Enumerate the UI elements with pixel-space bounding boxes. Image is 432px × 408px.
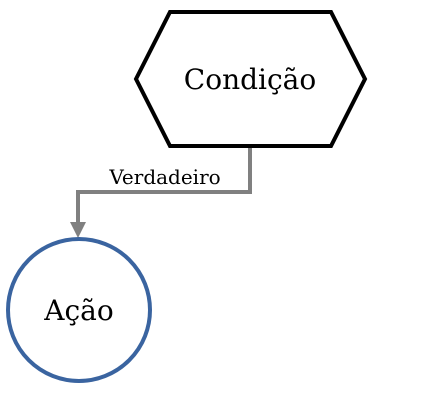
node-condition-label: Condição bbox=[184, 63, 316, 96]
node-action-label: Ação bbox=[43, 294, 113, 327]
edge-label: Verdadeiro bbox=[108, 165, 220, 189]
node-action[interactable]: Ação bbox=[6, 237, 152, 383]
arrow-down-icon bbox=[70, 222, 86, 238]
node-condition[interactable]: Condição bbox=[133, 10, 368, 148]
edge-condition-to-action: Verdadeiro bbox=[70, 146, 252, 238]
circle-shape bbox=[6, 237, 152, 383]
hexagon-shape bbox=[133, 10, 368, 148]
connector-line bbox=[76, 146, 252, 222]
